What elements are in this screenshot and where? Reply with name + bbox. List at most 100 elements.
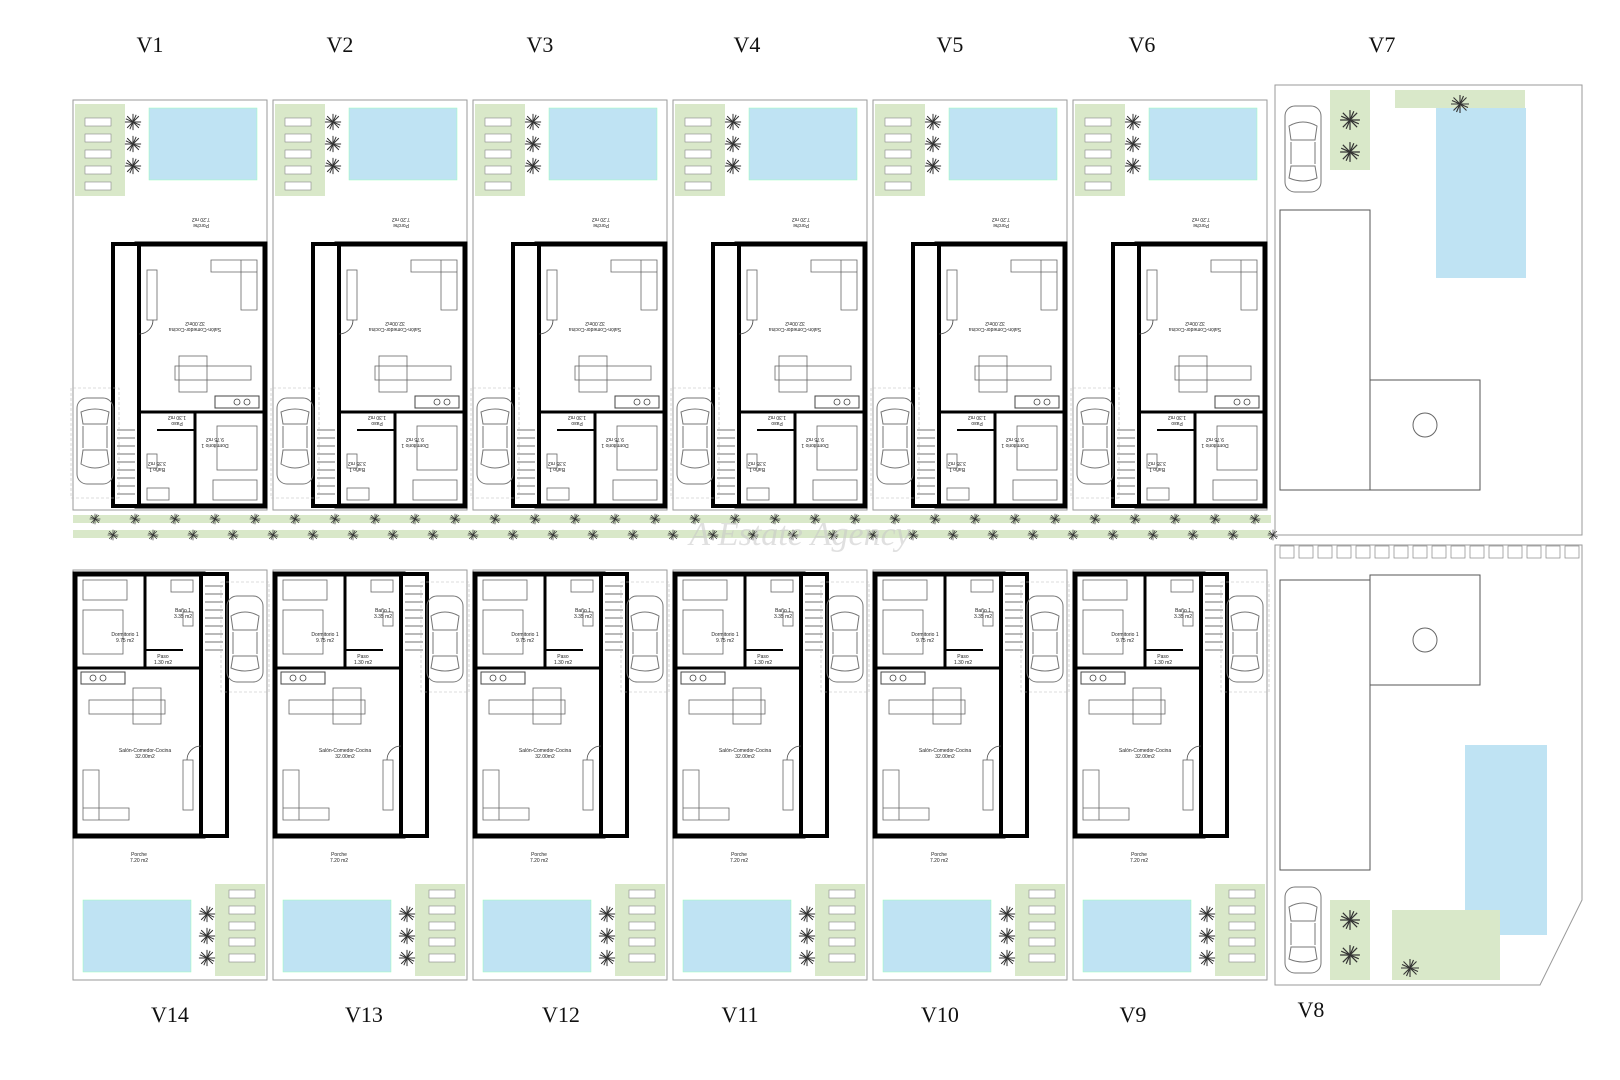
room-area-hall: 1.30 m2 <box>768 414 786 420</box>
parking-slab <box>1279 545 1295 559</box>
paving-slab <box>284 181 312 191</box>
paving-slab <box>84 165 112 175</box>
kitchen-counter <box>680 671 726 685</box>
parking-slab <box>1317 545 1333 559</box>
parking-slab <box>1393 545 1409 559</box>
palm-icon <box>1107 529 1119 541</box>
paving-slab <box>228 937 256 947</box>
paving-slab <box>284 149 312 159</box>
room-area-living: 32.00m2 <box>785 320 805 326</box>
palm-icon <box>1198 927 1216 945</box>
paving-slab <box>84 149 112 159</box>
unit-label-v14: V14 <box>151 1002 189 1027</box>
palm-icon <box>198 949 216 967</box>
wardrobe-icon <box>212 479 258 501</box>
dining-table <box>332 687 362 725</box>
tv-unit <box>382 759 394 811</box>
carport <box>620 581 670 693</box>
paving-slab <box>1028 905 1056 915</box>
palm-icon <box>1067 529 1079 541</box>
room-label-porch: Porche <box>193 222 209 228</box>
palm-icon <box>798 905 816 923</box>
bed-icon <box>816 425 858 471</box>
paving-slab <box>884 133 912 143</box>
room-area-bath: 3.35 m2 <box>548 460 566 466</box>
car-icon <box>426 595 464 683</box>
bed-icon <box>682 609 724 655</box>
room-label-porch: Porche <box>931 852 947 858</box>
pool <box>82 899 192 973</box>
kitchen-counter <box>1080 671 1126 685</box>
stair-block <box>511 242 541 508</box>
paving-slab <box>684 181 712 191</box>
paving-slab <box>684 133 712 143</box>
unit-label-v4: V4 <box>734 32 761 57</box>
palm-icon <box>489 513 501 525</box>
room-label-porch: Porche <box>793 222 809 228</box>
bed-icon <box>882 609 924 655</box>
room-area-bath: 3.35 m2 <box>374 614 392 620</box>
room-label-bedroom: Dormitorio 1 <box>201 442 228 448</box>
paving-slab <box>284 133 312 143</box>
terrace-v8 <box>1369 574 1481 686</box>
room-area-living: 32.00m2 <box>1135 754 1155 760</box>
paving-slab <box>228 905 256 915</box>
palm-icon <box>1339 909 1361 931</box>
terrace-v7 <box>1369 379 1481 491</box>
room-label-porch: Porche <box>1193 222 1209 228</box>
room-area-bedroom: 9.75 m2 <box>716 638 734 644</box>
room-label-hall: Paso <box>771 420 783 426</box>
carport <box>670 387 720 499</box>
kitchen-counter <box>280 671 326 685</box>
room-label-bath: Baño 1 <box>349 466 365 472</box>
room-area-living: 32.00m2 <box>135 754 155 760</box>
sofa-icon <box>1082 769 1130 821</box>
carport <box>870 387 920 499</box>
house-outline <box>1134 241 1268 509</box>
sofa-icon <box>1010 259 1058 311</box>
house-outline <box>872 571 1006 839</box>
room-label-bath: Baño 1 <box>749 466 765 472</box>
unit-label-v10: V10 <box>921 1002 959 1027</box>
kitchen-island <box>974 365 1052 381</box>
room-area-porch: 7.20 m2 <box>1192 216 1210 222</box>
palm-icon <box>1169 513 1181 525</box>
room-area-bedroom: 9.75 m2 <box>206 436 224 442</box>
car-icon <box>76 397 114 485</box>
hob-icon <box>833 398 841 406</box>
palm-icon <box>724 157 742 175</box>
hob-icon <box>689 674 697 682</box>
room-area-bath: 3.35 m2 <box>1148 460 1166 466</box>
shower-icon <box>170 579 194 593</box>
palm-icon <box>187 529 199 541</box>
palm-icon <box>249 513 261 525</box>
palm-icon <box>409 513 421 525</box>
door-swing <box>386 745 402 761</box>
pool <box>482 899 592 973</box>
dining-table <box>132 687 162 725</box>
bed-icon <box>1216 425 1258 471</box>
room-area-hall: 1.30 m2 <box>354 660 372 666</box>
carport <box>420 581 470 693</box>
house-outline <box>72 571 206 839</box>
room-label-hall: Paso <box>571 420 583 426</box>
paving-slab <box>484 181 512 191</box>
parking-slab <box>1507 545 1523 559</box>
paving-slab <box>684 149 712 159</box>
room-label-hall: Paso <box>371 420 383 426</box>
sink-icon <box>346 453 358 469</box>
bed-icon <box>216 425 258 471</box>
paving-slab <box>84 133 112 143</box>
dining-table <box>978 355 1008 393</box>
parking-slab <box>1545 545 1561 559</box>
paving-slab <box>628 937 656 947</box>
pool <box>148 107 258 181</box>
green-strip <box>73 515 1271 523</box>
shower-icon <box>370 579 394 593</box>
palm-icon <box>124 135 142 153</box>
room-area-bath: 3.35 m2 <box>974 614 992 620</box>
kitchen-counter <box>480 671 526 685</box>
car-icon <box>826 595 864 683</box>
